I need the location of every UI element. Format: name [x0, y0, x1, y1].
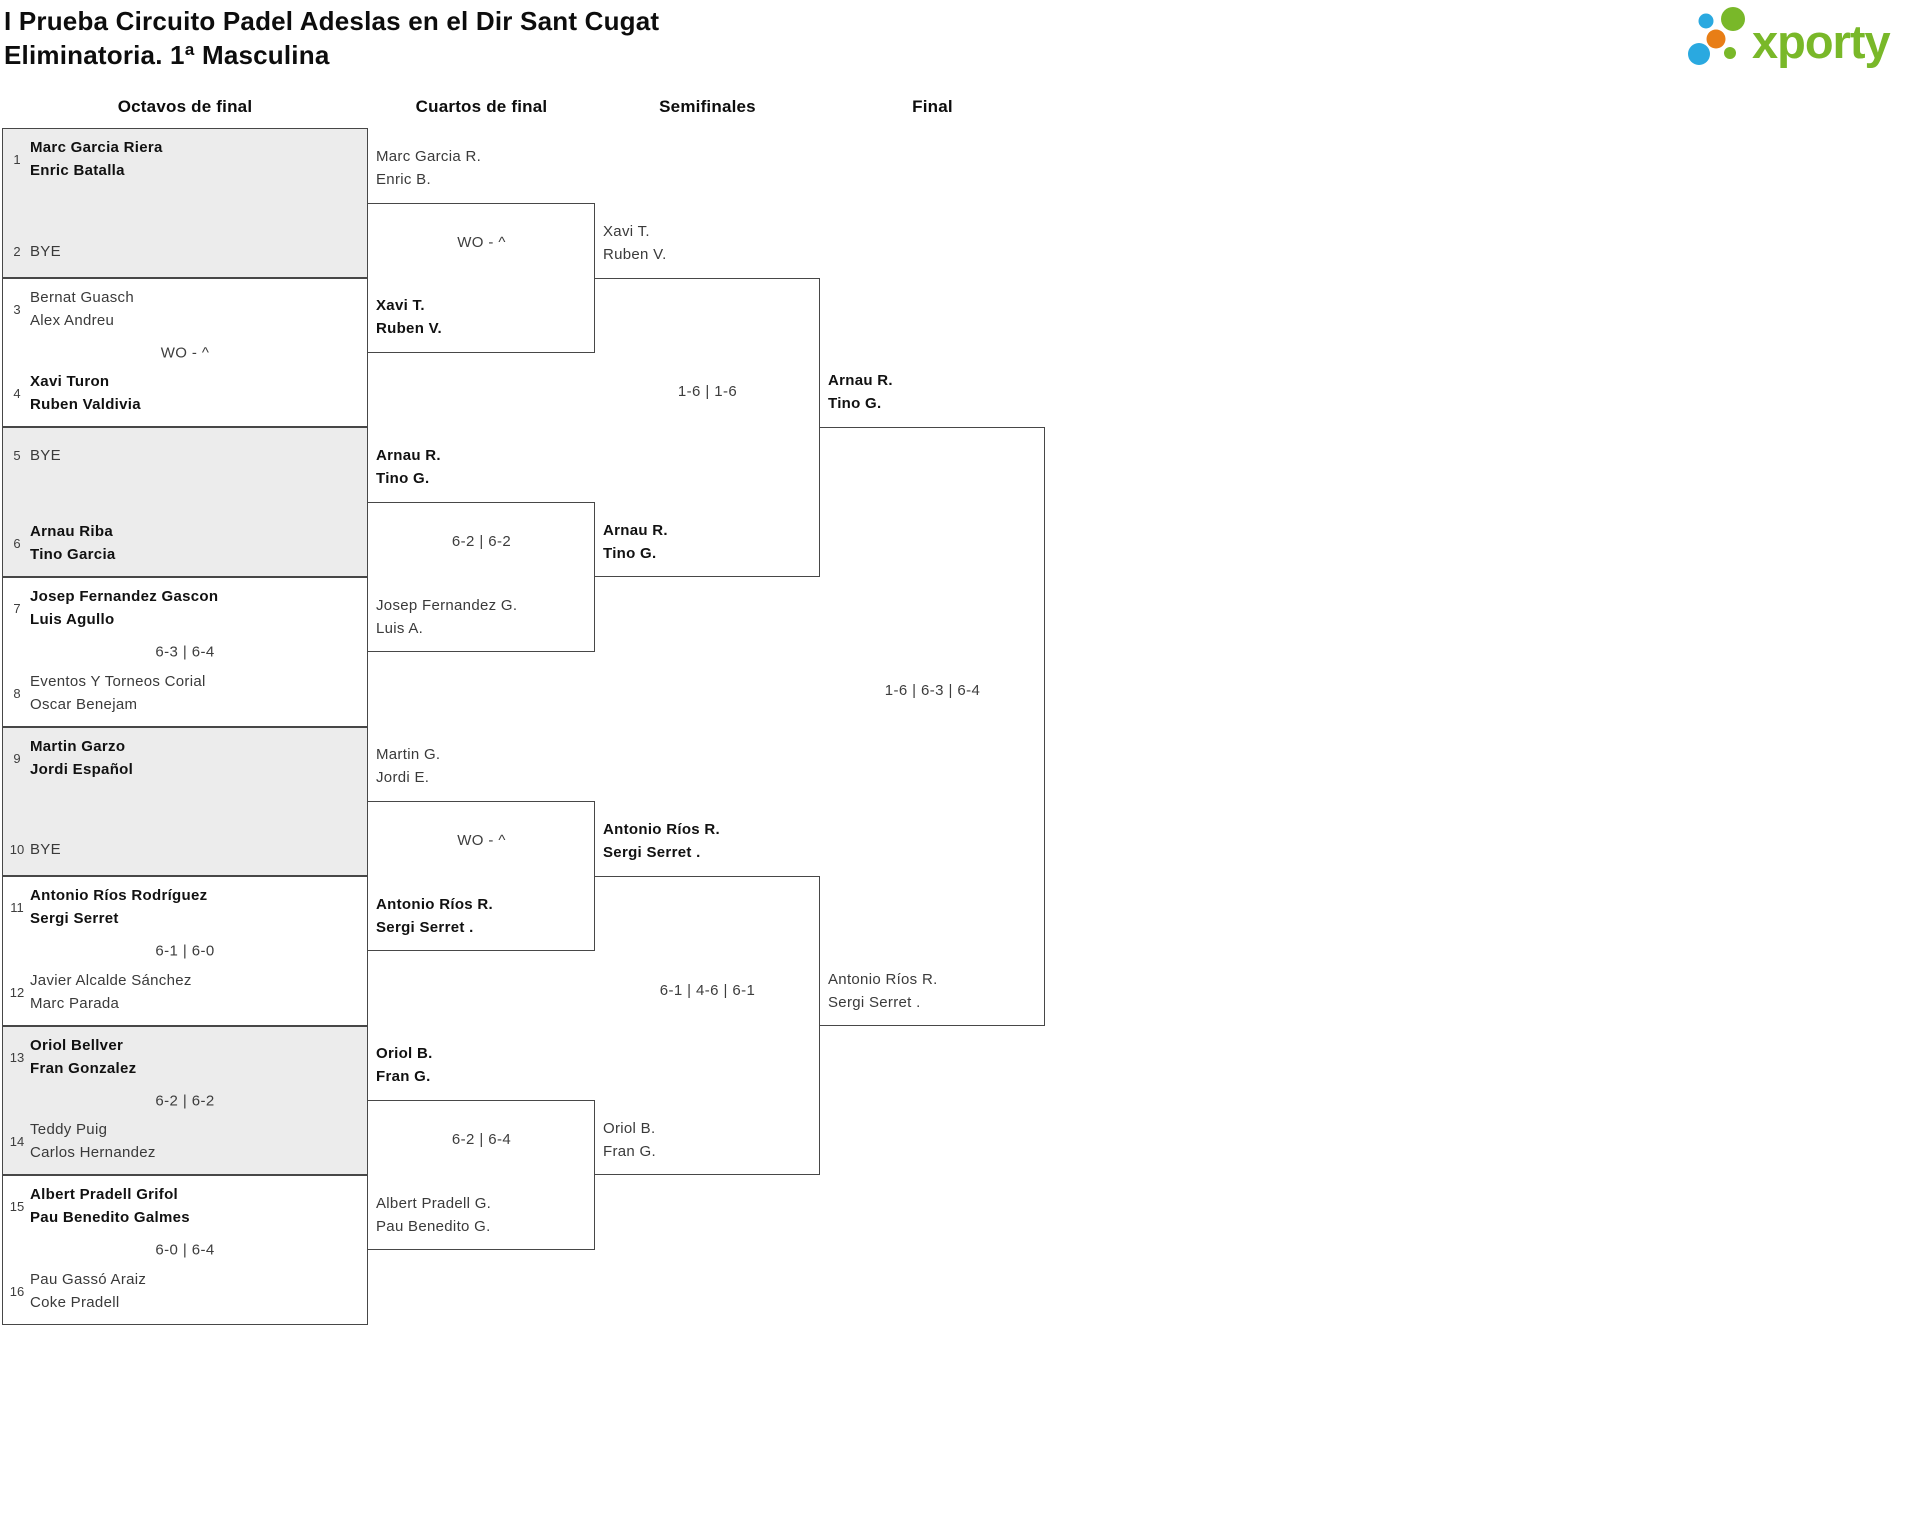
- team-entry: 1 Marc Garcia Riera Enric Batalla: [7, 136, 363, 182]
- team-entry: 8 Eventos Y Torneos Corial Oscar Benejam: [7, 670, 363, 716]
- match-box-qf-2: [368, 502, 595, 652]
- match-score: WO - ^: [160, 344, 210, 361]
- team-name: Teddy Puig Carlos Hernandez: [30, 1121, 156, 1161]
- page-title: I Prueba Circuito Padel Adeslas en el Di…: [4, 6, 660, 36]
- seed-number: 10: [9, 842, 25, 857]
- seed-number: 16: [9, 1283, 25, 1299]
- seed-number: 5: [13, 448, 21, 463]
- match-box-r16-2: 3 Bernat Guasch Alex Andreu WO - ^ 4 Xav…: [2, 278, 368, 427]
- team-name: Marc Garcia R. Enric B.: [376, 148, 482, 188]
- match-box-r16-5: 9 Martin Garzo Jordi Español 10 BYE: [2, 727, 368, 876]
- team-name: Arnau R. Tino G.: [603, 522, 668, 562]
- team-name: Oriol B. Fran G.: [376, 1045, 433, 1085]
- team-name: Xavi T. Ruben V.: [603, 223, 667, 263]
- team-name: Antonio Ríos R. Sergi Serret .: [376, 896, 493, 936]
- logo-dots-icon: [1688, 7, 1745, 65]
- match-score: 6-2 | 6-2: [451, 533, 512, 550]
- round-header-final: Final: [912, 97, 953, 116]
- seed-number: 11: [10, 899, 24, 915]
- team-entry: 9 Martin Garzo Jordi Español: [7, 735, 363, 781]
- team-entry: 15 Albert Pradell Grifol Pau Benedito Ga…: [7, 1183, 363, 1229]
- match-box-r16-1: 1 Marc Garcia Riera Enric Batalla 2 BYE: [2, 128, 368, 278]
- team-entry: 2 BYE: [7, 240, 363, 263]
- match-score: 6-1 | 6-0: [155, 942, 215, 960]
- seed-number: 8: [13, 685, 21, 701]
- team-entry: 3 Bernat Guasch Alex Andreu: [7, 286, 363, 332]
- match-score: 6-3 | 6-4: [155, 643, 215, 661]
- team-name: Arnau R. Tino G.: [828, 372, 893, 412]
- team-name: Marc Garcia Riera Enric Batalla: [30, 139, 163, 179]
- match-box-qf-4: [368, 1100, 595, 1250]
- match-score: 6-2 | 6-4: [451, 1131, 512, 1148]
- match-box-qf-3: [368, 801, 595, 951]
- seed-number: 1: [13, 151, 21, 167]
- seed-number: 14: [9, 1133, 25, 1149]
- team-entry: 4 Xavi Turon Ruben Valdivia: [7, 370, 363, 416]
- page-subtitle: Eliminatoria. 1ª Masculina: [4, 40, 330, 70]
- team-entry: 5 BYE: [7, 444, 363, 467]
- team-name: Eventos Y Torneos Corial Oscar Benejam: [30, 673, 206, 713]
- team-entry: 13 Oriol Bellver Fran Gonzalez: [7, 1034, 363, 1080]
- team-name: Oriol Bellver Fran Gonzalez: [30, 1037, 137, 1077]
- team-name: Pau Gassó Araiz Coke Pradell: [30, 1271, 147, 1311]
- seed-number: 15: [9, 1198, 25, 1214]
- match-box-qf-1: [368, 203, 595, 353]
- match-score: 6-1 | 4-6 | 6-1: [659, 982, 756, 999]
- round-header-octavos: Octavos de final: [117, 97, 253, 116]
- team-name: BYE: [30, 447, 61, 464]
- team-entry: 14 Teddy Puig Carlos Hernandez: [7, 1118, 363, 1164]
- team-name: BYE: [30, 841, 61, 858]
- team-entry: 11 Antonio Ríos Rodríguez Sergi Serret: [7, 884, 363, 930]
- seed-number: 2: [13, 244, 21, 259]
- team-entry: 7 Josep Fernandez Gascon Luis Agullo: [7, 585, 363, 631]
- match-box-r16-8: 15 Albert Pradell Grifol Pau Benedito Ga…: [2, 1175, 368, 1325]
- match-box-r16-3: 5 BYE 6 Arnau Riba Tino Garcia: [2, 427, 368, 577]
- match-box-r16-7: 13 Oriol Bellver Fran Gonzalez 6-2 | 6-2…: [2, 1026, 368, 1175]
- team-name: Antonio Ríos R. Sergi Serret .: [603, 821, 720, 861]
- seed-number: 13: [9, 1049, 25, 1065]
- match-box-r16-6: 11 Antonio Ríos Rodríguez Sergi Serret 6…: [2, 876, 368, 1026]
- round-header-cuartos: Cuartos de final: [415, 97, 548, 116]
- team-entry: 10 BYE: [7, 838, 363, 861]
- seed-number: 3: [13, 301, 21, 317]
- team-name: Albert Pradell Grifol Pau Benedito Galme…: [30, 1186, 190, 1226]
- team-entry: 12 Javier Alcalde Sánchez Marc Parada: [7, 969, 363, 1015]
- team-name: BYE: [30, 243, 61, 260]
- team-name: Martin G. Jordi E.: [376, 746, 441, 786]
- team-name: Oriol B. Fran G.: [603, 1120, 656, 1160]
- seed-number: 6: [13, 535, 21, 551]
- match-box-sf-1: [595, 278, 820, 577]
- team-name: Xavi Turon Ruben Valdivia: [30, 373, 141, 413]
- team-name: Josep Fernandez Gascon Luis Agullo: [30, 588, 219, 628]
- seed-number: 9: [13, 750, 21, 766]
- seed-number: 7: [13, 600, 21, 616]
- team-name: Javier Alcalde Sánchez Marc Parada: [30, 972, 192, 1012]
- match-score: 1-6 | 1-6: [677, 383, 738, 400]
- match-box-final: [820, 427, 1045, 1026]
- logo-wordmark: xporty: [1752, 15, 1891, 68]
- team-entry: 6 Arnau Riba Tino Garcia: [7, 520, 363, 566]
- match-score: 6-2 | 6-2: [155, 1092, 215, 1109]
- team-name: Bernat Guasch Alex Andreu: [30, 289, 134, 329]
- team-name: Antonio Ríos R. Sergi Serret .: [828, 971, 938, 1011]
- team-name: Xavi T. Ruben V.: [376, 297, 443, 337]
- team-name: Arnau Riba Tino Garcia: [30, 523, 116, 563]
- team-name: Antonio Ríos Rodríguez Sergi Serret: [30, 887, 208, 927]
- team-name: Martin Garzo Jordi Español: [30, 738, 134, 778]
- seed-number: 4: [13, 385, 21, 401]
- match-box-r16-4: 7 Josep Fernandez Gascon Luis Agullo 6-3…: [2, 577, 368, 727]
- team-name: Josep Fernandez G. Luis A.: [376, 597, 518, 637]
- xporty-logo[interactable]: xporty: [1686, 4, 1910, 76]
- round-header-semifinales: Semifinales: [659, 97, 756, 116]
- team-name: Arnau R. Tino G.: [376, 447, 441, 487]
- match-score: WO - ^: [457, 832, 506, 849]
- team-name: Albert Pradell G. Pau Benedito G.: [376, 1195, 492, 1235]
- match-score: 1-6 | 6-3 | 6-4: [884, 682, 981, 699]
- match-box-sf-2: [595, 876, 820, 1175]
- match-score: 6-0 | 6-4: [155, 1241, 215, 1259]
- team-entry: 16 Pau Gassó Araiz Coke Pradell: [7, 1268, 363, 1314]
- match-score: WO - ^: [457, 234, 506, 251]
- seed-number: 12: [9, 984, 25, 1000]
